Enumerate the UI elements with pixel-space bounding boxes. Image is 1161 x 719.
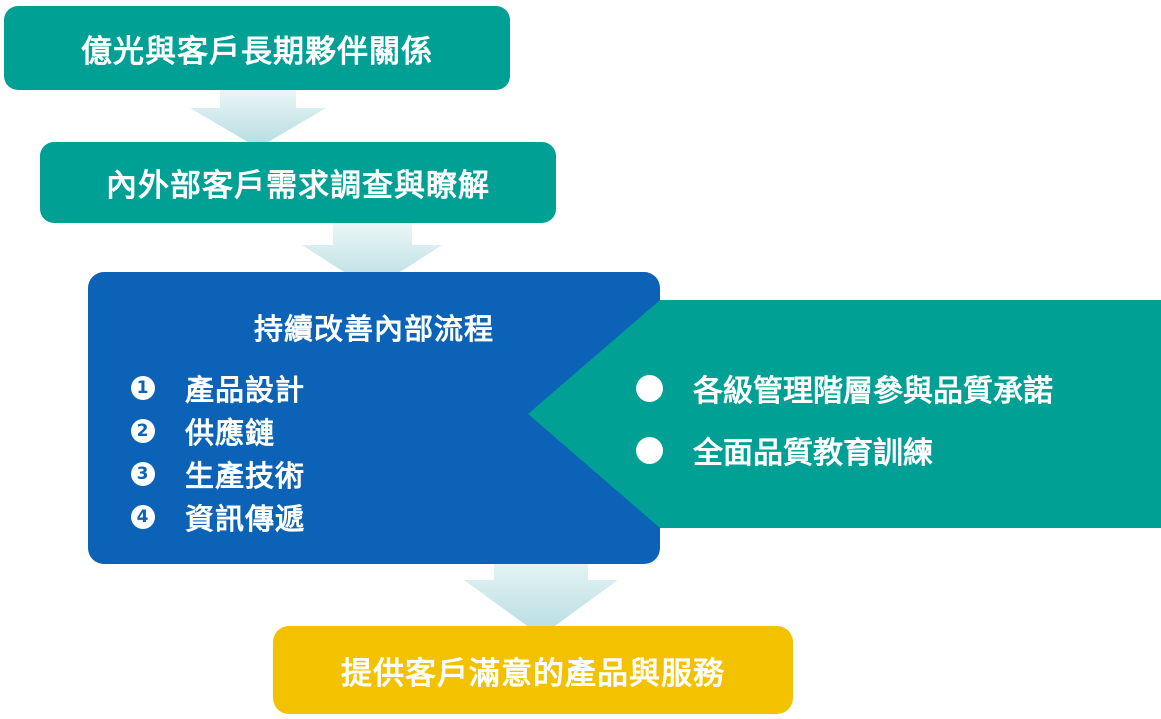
step-label: 資訊傳遞	[185, 502, 306, 536]
satisfaction-box: 提供客戶滿意的產品與服務	[273, 626, 793, 714]
partnership-label: 億光與客戶長期夥伴關係	[81, 33, 433, 70]
arrow-3-down-icon	[464, 540, 618, 636]
side-panel-item: 全面品質教育訓練	[636, 428, 933, 472]
step-label: 供應鏈	[185, 416, 276, 450]
step-number-badge: 3	[131, 462, 155, 486]
process-improvement-box: 持續改善內部流程 1 產品設計 2 供應鏈 3 生產技術 4 資訊傳遞	[88, 272, 660, 564]
step-item: 2 供應鏈	[131, 410, 275, 452]
step-item: 4 資訊傳遞	[131, 496, 305, 538]
arrow-2-down-icon	[302, 212, 442, 290]
side-panel-item-label: 各級管理階層參與品質承諾	[693, 374, 1053, 409]
satisfaction-label: 提供客戶滿意的產品與服務	[341, 655, 725, 692]
arrow-1-down-icon	[190, 78, 326, 148]
step-number-badge: 1	[131, 376, 155, 400]
customer-needs-box: 內外部客戶需求調查與瞭解	[40, 142, 556, 223]
step-label: 生產技術	[185, 459, 306, 493]
step-item: 3 生產技術	[131, 453, 305, 495]
partnership-box: 億光與客戶長期夥伴關係	[4, 6, 510, 90]
step-number-badge: 4	[131, 505, 155, 529]
side-panel-item-label: 全面品質教育訓練	[693, 436, 933, 471]
customer-needs-label: 內外部客戶需求調查與瞭解	[106, 168, 490, 204]
side-panel-item: 各級管理階層參與品質承諾	[636, 366, 1053, 410]
bullet-dot-icon	[636, 436, 663, 464]
step-item: 1 產品設計	[131, 367, 305, 409]
step-label: 產品設計	[185, 373, 306, 407]
bullet-dot-icon	[636, 374, 663, 402]
process-improvement-title: 持續改善內部流程	[253, 312, 494, 346]
step-number-badge: 2	[131, 419, 155, 443]
